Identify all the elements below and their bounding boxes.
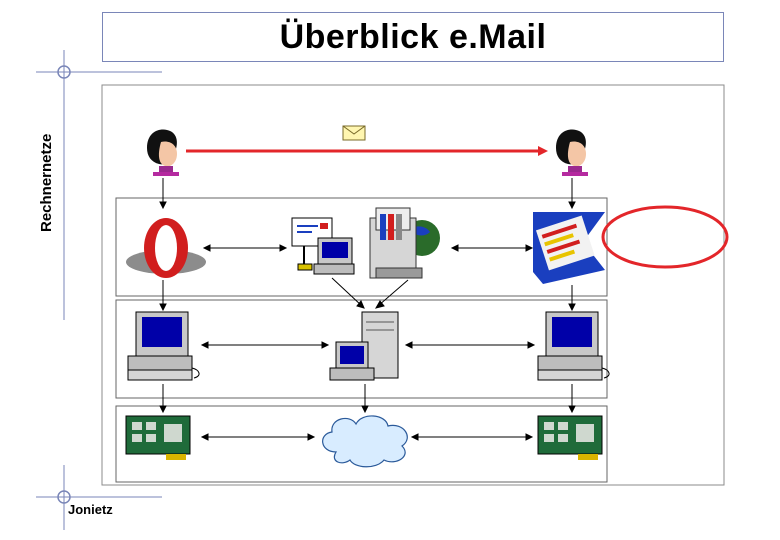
nic-sender-icon (125, 415, 191, 460)
author-label: Jonietz (68, 502, 113, 517)
title-box: Überblick e.Mail (102, 12, 724, 62)
computer-layer-connectors (200, 341, 536, 349)
client-to-server-connectors (331, 277, 409, 309)
nic-recipient-icon (537, 415, 603, 460)
highlight-ellipse (601, 205, 729, 269)
page-title: Überblick e.Mail (279, 17, 547, 56)
network-layer-connectors (200, 433, 534, 441)
pc-recipient-icon (537, 311, 610, 381)
slide-decoration (36, 50, 162, 530)
internet-cloud-icon (322, 415, 408, 468)
client-to-pc-connectors (159, 280, 576, 312)
recipient-person-icon (556, 129, 588, 176)
pc-to-network-connectors (159, 384, 576, 414)
mail-server-terminal-icon (291, 217, 355, 275)
person-to-client-connectors (159, 178, 576, 210)
mailbox-server-icon (369, 207, 440, 279)
envelope-icon (342, 125, 366, 141)
sender-person-icon (147, 129, 179, 176)
mail-client-recipient-icon (533, 212, 605, 284)
message-flow-arrow (186, 146, 548, 156)
mail-client-sender-icon (126, 218, 206, 278)
server-pc-icon (329, 311, 399, 381)
pc-sender-icon (127, 311, 200, 381)
computer-layer-box (115, 299, 608, 399)
application-layer-connectors (202, 244, 534, 252)
diagram-frame (101, 84, 725, 486)
